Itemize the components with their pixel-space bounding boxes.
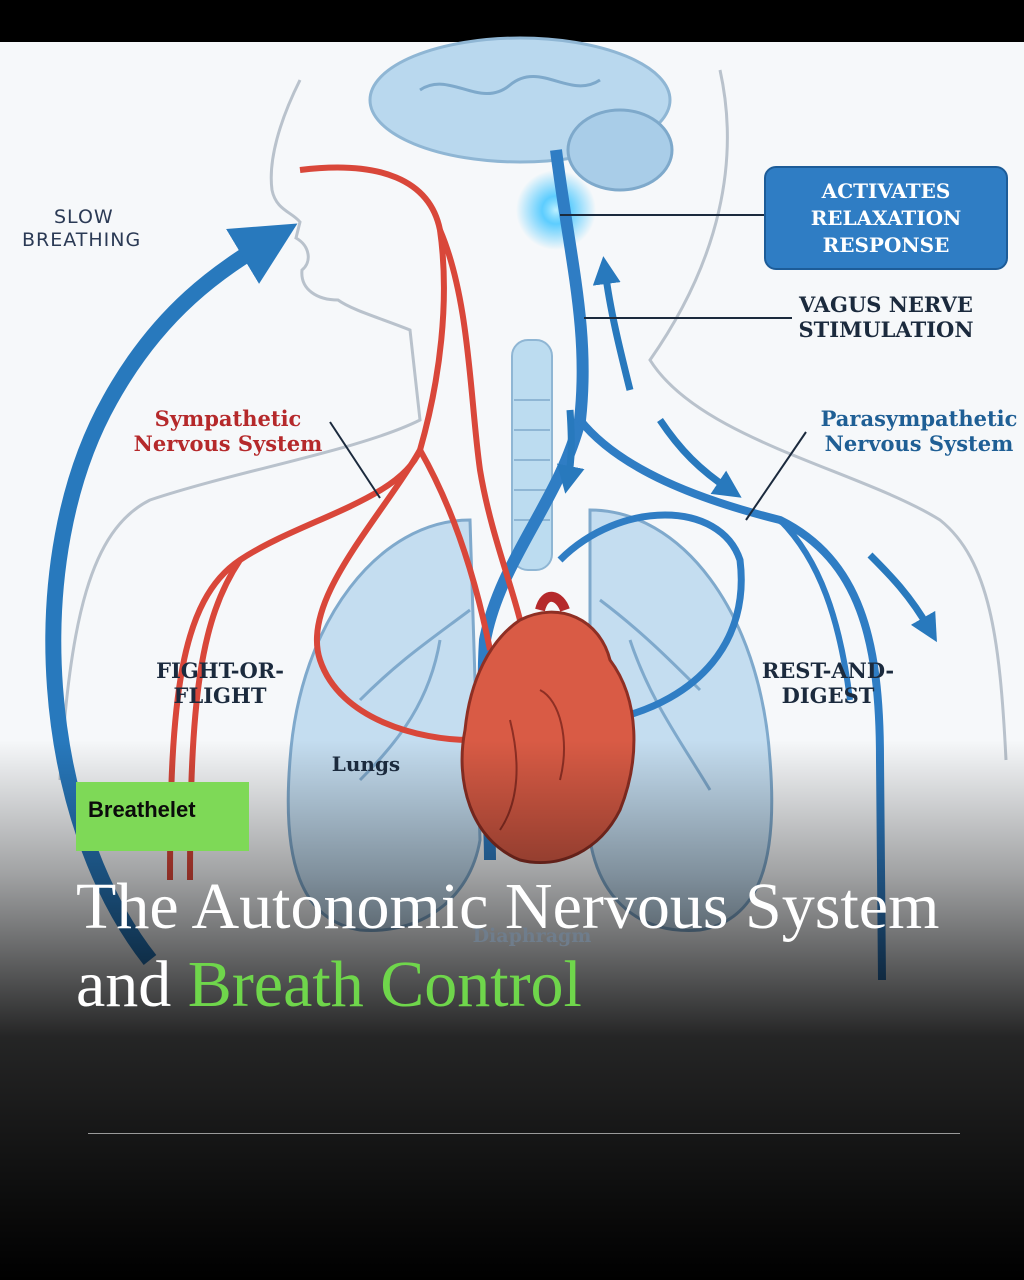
divider: [88, 1133, 960, 1134]
page-title: The Autonomic Nervous System and Breath …: [76, 868, 976, 1024]
cerebellum: [566, 108, 674, 192]
parasympathetic-label: Parasympathetic Nervous System: [820, 406, 1018, 457]
activates-relaxation-box: ACTIVATES RELAXATION RESPONSE: [764, 166, 1008, 270]
rest-and-digest-label: REST-AND- DIGEST: [761, 658, 895, 709]
body-outline: [58, 79, 422, 781]
sympathetic-label: Sympathetic Nervous System: [133, 406, 323, 457]
fight-or-flight-label: FIGHT-OR- FLIGHT: [156, 658, 284, 709]
glow-point: [516, 170, 596, 250]
vagus-nerve-label: VAGUS NERVE STIMULATION: [798, 292, 974, 343]
title-highlight: Breath Control: [187, 948, 582, 1021]
diaphragm-label: Diaphragm: [472, 925, 592, 947]
lungs-label: Lungs: [331, 752, 401, 776]
title-text: The Autonomic Nervous System and: [76, 870, 940, 1021]
sympathetic-nerves: [167, 164, 523, 881]
slow-breathing-label: SLOW BREATHING: [22, 206, 142, 251]
brand-badge: Breathelet: [76, 782, 249, 851]
